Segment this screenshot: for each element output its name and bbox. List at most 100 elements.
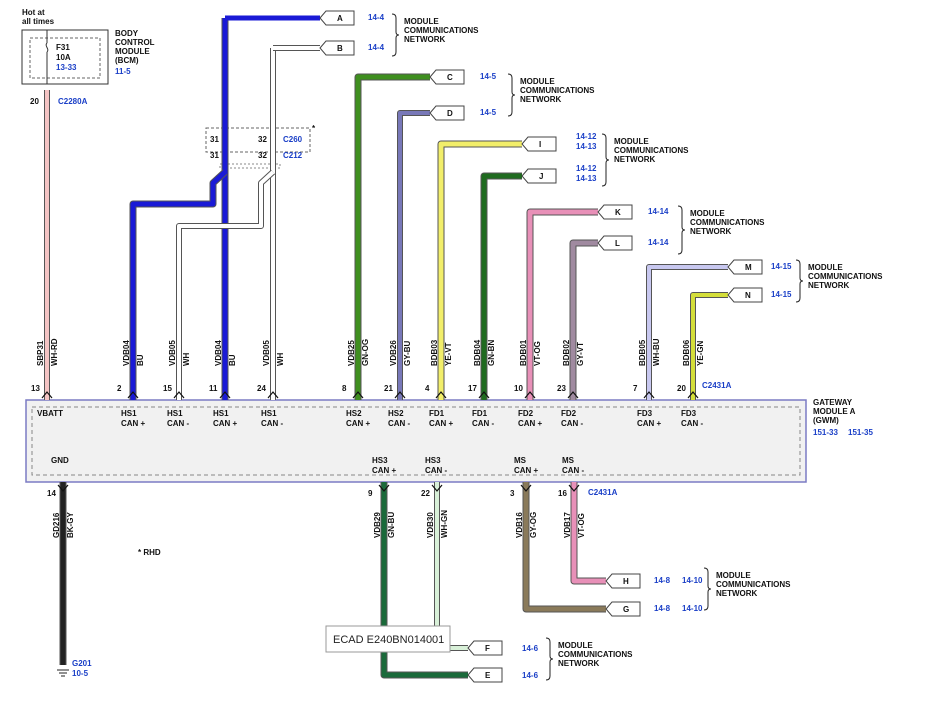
pin-number: 10: [514, 384, 523, 393]
flag-ref-2: 14-13: [576, 174, 597, 183]
pin-function-polarity: CAN +: [213, 419, 238, 428]
gwm-top-connector: C2431A: [702, 381, 732, 390]
hot-label-2: all times: [22, 17, 55, 26]
pin-number: 14: [47, 489, 56, 498]
pin-arrow-icon: [478, 391, 490, 399]
pin-function: HS1: [213, 409, 229, 418]
brace-icon: [545, 637, 554, 681]
flag-tag-icon: [597, 204, 633, 220]
network-label-line: COMMUNICATIONS: [558, 650, 633, 659]
flag-ref-2: 14-10: [682, 576, 703, 585]
flag-letter: K: [615, 208, 621, 217]
pin-arrow-icon: [643, 391, 655, 399]
network-label-line: NETWORK: [716, 589, 758, 598]
fuse-rating: 10A: [56, 53, 71, 62]
flag-tag-icon: [605, 573, 641, 589]
pin-number: 2: [117, 384, 122, 393]
pin-arrow-icon: [394, 391, 406, 399]
circuit-id: VDB05: [168, 340, 177, 366]
circuit-id: VDB05: [262, 340, 271, 366]
wire-color-code: GN-BN: [487, 340, 496, 366]
pin-number: 17: [468, 384, 477, 393]
flag-ref: 14-8: [654, 604, 671, 613]
network-label-line: COMMUNICATIONS: [520, 86, 595, 95]
pin-arrow-icon: [520, 484, 532, 492]
gwm-ref-2: 151-35: [848, 428, 873, 437]
circuit-id: VDB04: [122, 340, 131, 366]
flag-tag-icon: [727, 287, 763, 303]
wire-color-code: BU: [136, 354, 145, 366]
network-label-line: COMMUNICATIONS: [614, 146, 689, 155]
pin-number: 11: [209, 384, 218, 393]
pin-function-polarity: CAN +: [637, 419, 662, 428]
brace-icon: [795, 259, 804, 303]
pin-arrow-icon: [378, 484, 390, 492]
wire-bdb03: [438, 141, 522, 400]
wire-color-code: BU: [228, 354, 237, 366]
wire-vdb26: [398, 111, 430, 400]
flag-ref: 14-6: [522, 671, 539, 680]
flag-tag-icon: [605, 601, 641, 617]
flag-letter: G: [623, 605, 629, 614]
flag-tag-icon: [521, 168, 557, 184]
wire-color-code: BK-GY: [66, 512, 75, 538]
circuit-id: BDB06: [682, 339, 691, 366]
pin-number: 3: [510, 489, 515, 498]
c212-pin-1: 31: [210, 151, 219, 160]
wire-bdb05: [647, 265, 728, 400]
pin-function: HS2: [388, 409, 404, 418]
wire-bdb01: [527, 209, 598, 400]
pin-function-polarity: CAN +: [514, 466, 539, 475]
bcm-title-2: CONTROL: [115, 38, 155, 47]
wire-color-code: VT-OG: [533, 341, 542, 366]
pin-function: HS1: [121, 409, 137, 418]
pin-number: 24: [257, 384, 266, 393]
flag-tag-icon: [467, 640, 503, 656]
pin-number: 23: [557, 384, 566, 393]
pin-arrow-icon: [568, 484, 580, 492]
wire-color-code: GY-VT: [576, 342, 585, 366]
flag-letter: I: [539, 140, 541, 149]
pin-function: MS: [514, 456, 527, 465]
network-label-line: COMMUNICATIONS: [716, 580, 791, 589]
pin-arrow-icon: [352, 391, 364, 399]
circuit-id: VDB04: [214, 340, 223, 366]
circuit-id: VDB25: [347, 340, 356, 366]
flag-ref-2: 14-13: [576, 142, 597, 151]
pin-arrow-icon: [173, 391, 185, 399]
circuit-id: VDB29: [373, 512, 382, 538]
wire-color-code: WH: [276, 352, 285, 366]
pin-number: 8: [342, 384, 347, 393]
circuit-id: GD216: [52, 512, 61, 538]
network-label-line: MODULE: [690, 209, 725, 218]
pin-number: 7: [633, 384, 638, 393]
wire-color-code: WH-RD: [50, 338, 59, 366]
c260-label: C260: [283, 135, 303, 144]
flag-ref: 14-14: [648, 238, 669, 247]
flag-tag-icon: [319, 10, 355, 26]
pin-arrow-icon: [567, 391, 579, 399]
